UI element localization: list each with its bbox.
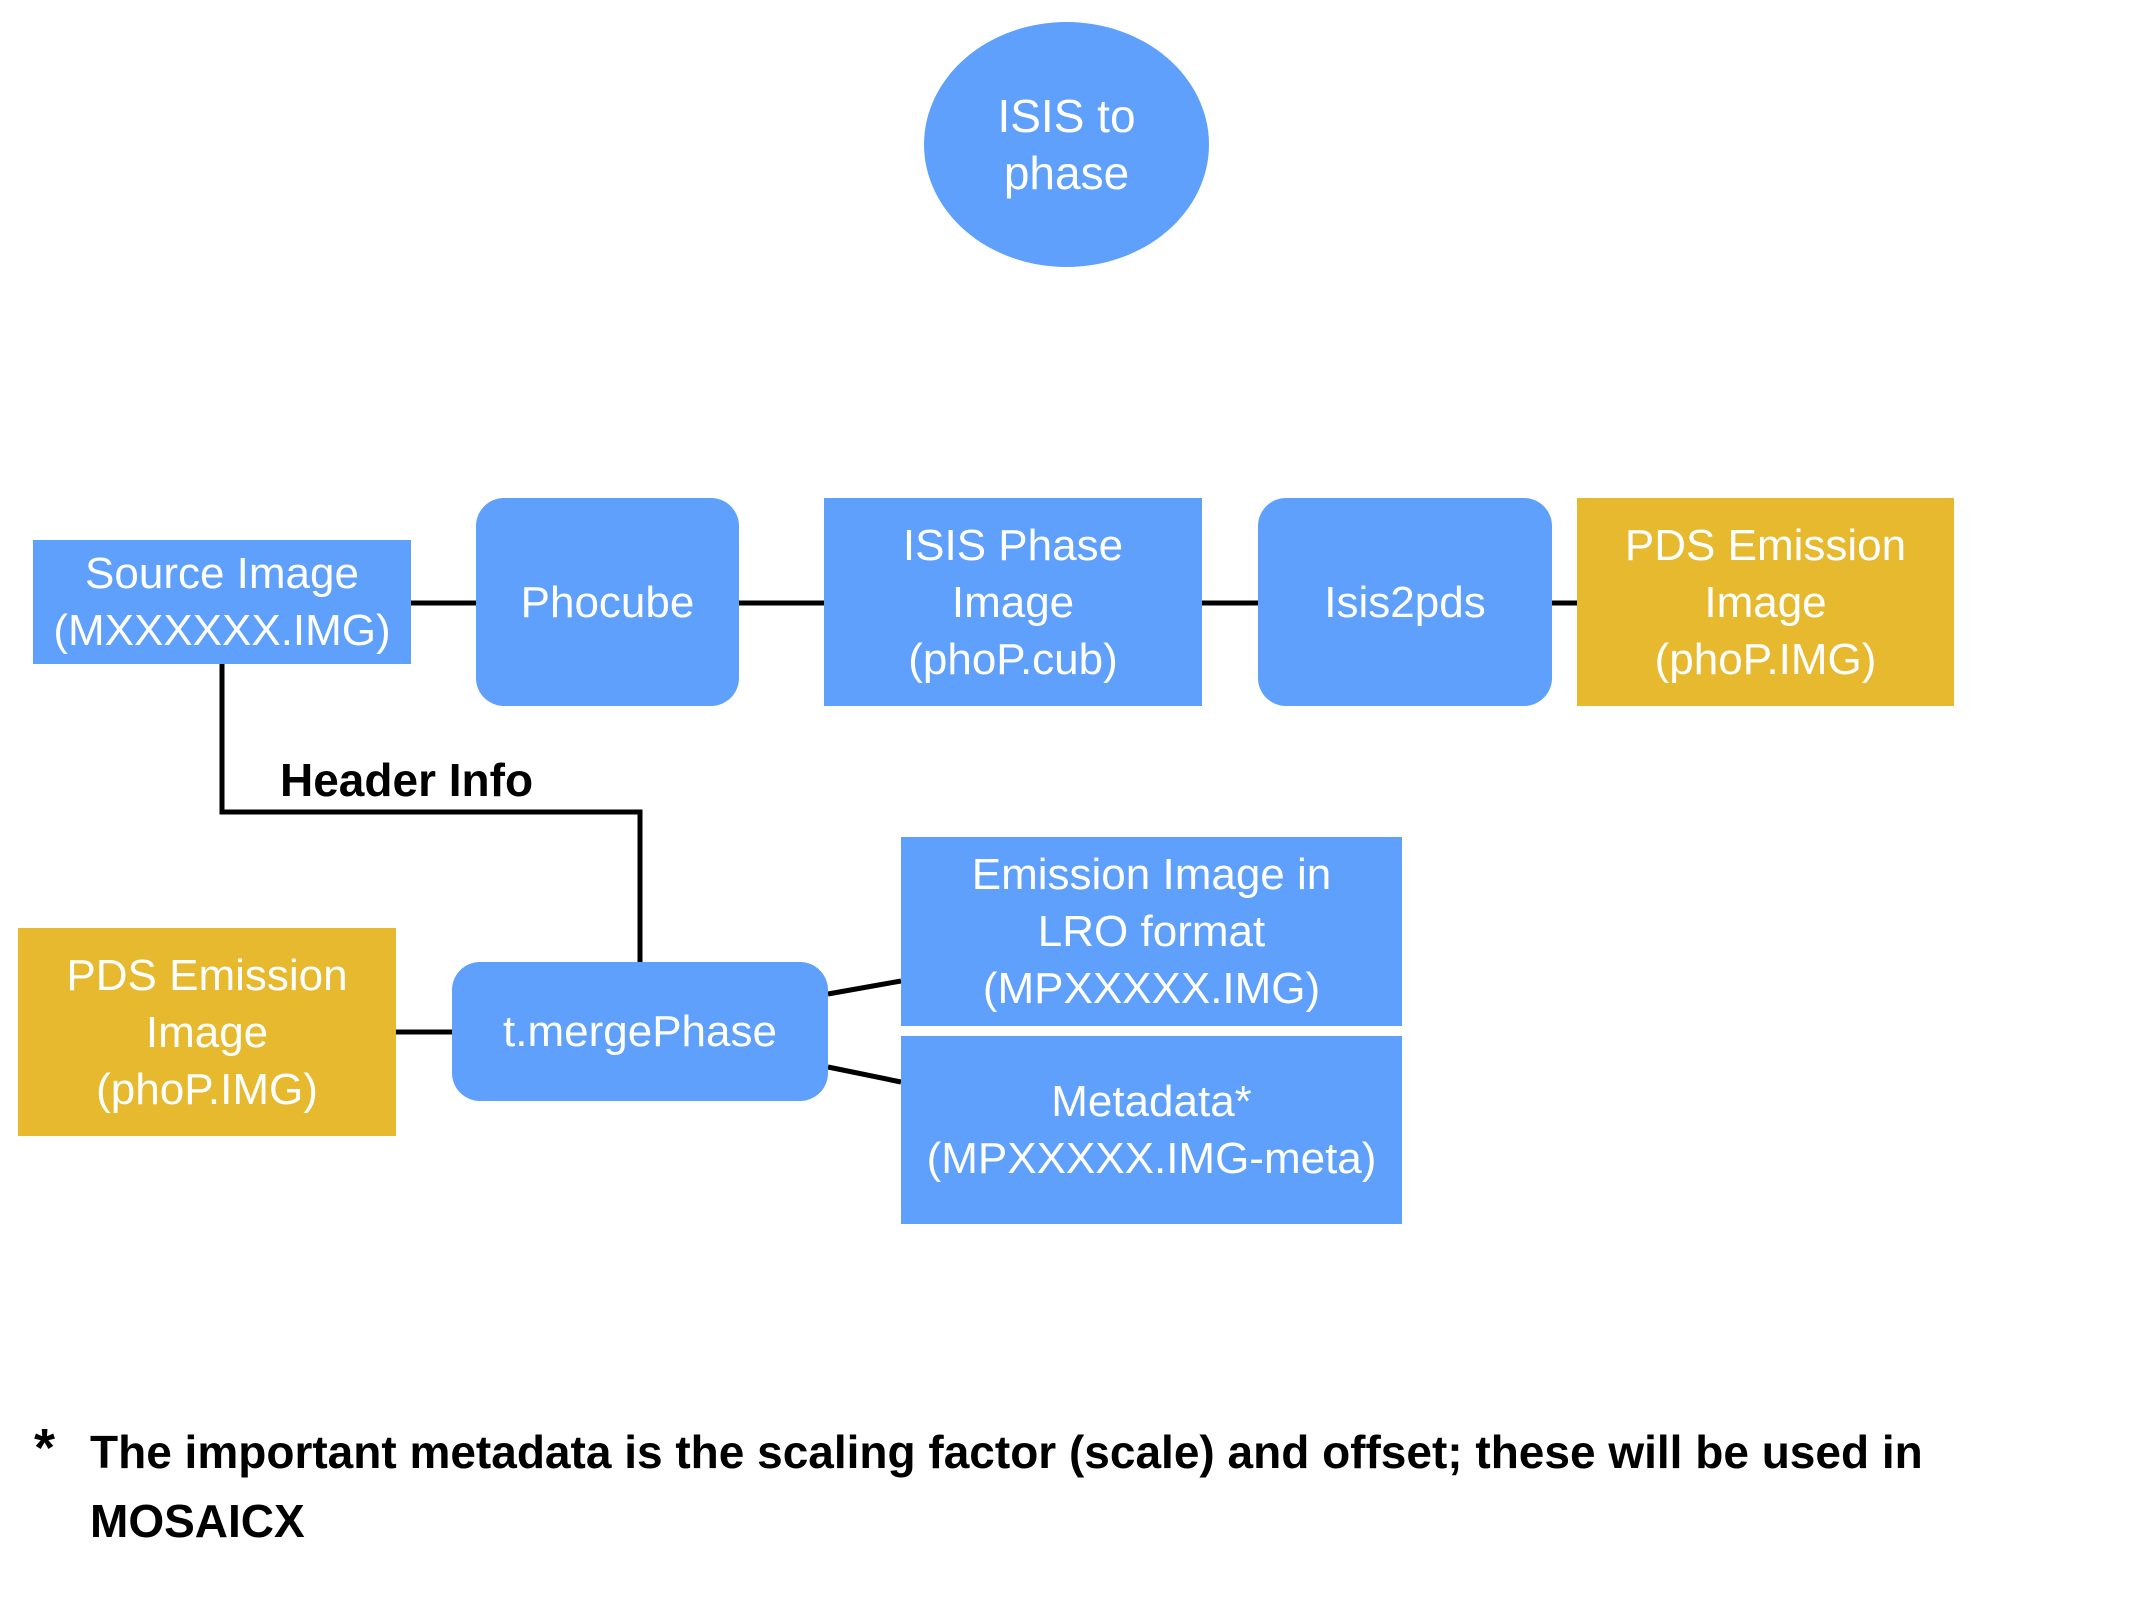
edge-merge-to-metadata [827,1064,902,1085]
node-label: (MXXXXXX.IMG) [53,606,391,655]
node-label: (phoP.IMG) [1654,634,1877,684]
node-label: (MPXXXXX.IMG-meta) [926,1134,1377,1183]
source-image-node[interactable]: Source Image (MXXXXXX.IMG) [33,540,411,664]
node-label: (MPXXXXX.IMG) [982,964,1321,1013]
node-label: Image [145,1007,269,1057]
pds-emission-image-bottom-node[interactable]: PDS Emission Image (phoP.IMG) [18,928,396,1136]
node-label: (phoP.cub) [908,634,1118,684]
title-line-2: phase [1003,146,1130,199]
isis2pds-node[interactable]: Isis2pds [1258,498,1552,706]
pds-emission-image-top-node[interactable]: PDS Emission Image (phoP.IMG) [1577,498,1954,706]
node-label: Isis2pds [1324,577,1486,627]
node-label: (phoP.IMG) [96,1064,318,1114]
emission-lro-node[interactable]: Emission Image in LRO format (MPXXXXX.IM… [901,837,1402,1026]
merge-phase-node[interactable]: t.mergePhase [452,962,828,1101]
node-label: ISIS Phase [902,520,1124,570]
edge-header-info [219,664,643,962]
footnote-text: The important metadata is the scaling fa… [90,1426,1923,1547]
metadata-node[interactable]: Metadata* (MPXXXXX.IMG-meta) [901,1036,1402,1224]
node-label: PDS Emission [66,950,348,1000]
isis-phase-image-node[interactable]: ISIS Phase Image (phoP.cub) [824,498,1202,706]
node-label: Image [951,577,1075,627]
node-label: Image [1704,577,1827,627]
node-label: PDS Emission [1624,520,1907,570]
title-ellipse: ISIS to phase [924,22,1209,267]
node-label: Emission Image in [971,850,1332,899]
node-label: Phocube [520,577,695,627]
footnote-marker: * [34,1418,56,1478]
node-label: Source Image [85,549,359,598]
phocube-node[interactable]: Phocube [476,498,739,706]
title-line-1: ISIS to [997,89,1136,142]
node-label: t.mergePhase [503,1007,777,1056]
node-label: Metadata* [1051,1077,1252,1126]
edge-merge-to-emission [827,978,902,997]
header-info-label: Header Info [280,754,534,806]
node-label: LRO format [1037,907,1266,956]
